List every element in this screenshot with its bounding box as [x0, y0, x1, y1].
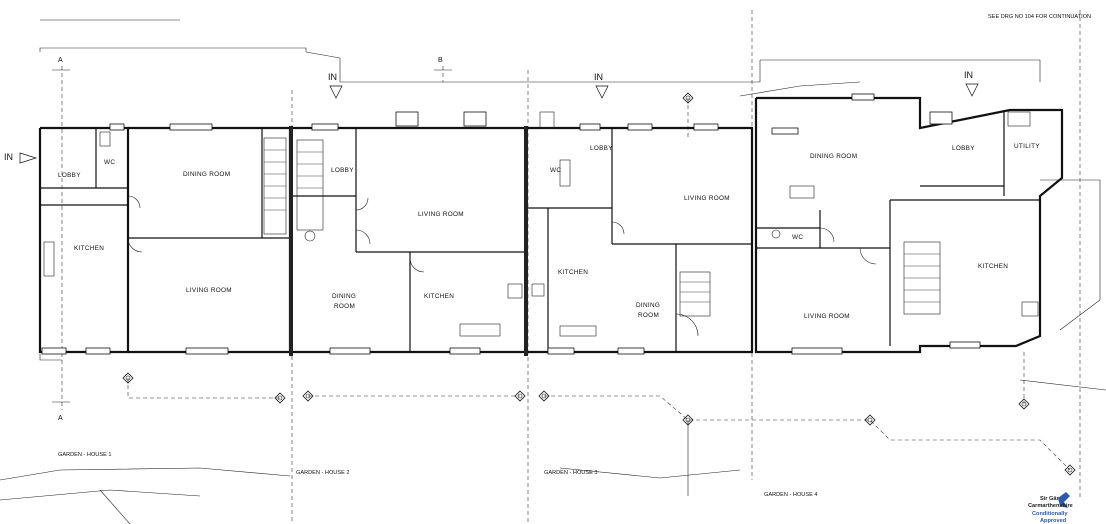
room-kitchen-house-2: KITCHEN: [424, 293, 454, 300]
room-wc-house-1: WC: [104, 159, 115, 166]
stamp-status-line-2: Approved: [1040, 518, 1067, 524]
garden-house-4-label: GARDEN - HOUSE 4: [764, 492, 817, 498]
stamp-status-line-1: Conditionally: [1032, 511, 1068, 517]
inspection-chamber-cover: [1067, 467, 1073, 473]
entry-in-house-3: IN: [594, 72, 603, 82]
inspection-chamber-cover: [541, 393, 547, 399]
inspection-chamber-cover: [867, 417, 873, 423]
room-kitchen-house-3: KITCHEN: [558, 269, 588, 276]
room-dining-house-3-line-1: DINING: [636, 302, 660, 309]
room-utility-house-4: UTILITY: [1014, 143, 1040, 150]
room-dining-house-3-line-2: ROOM: [638, 312, 659, 319]
drainage-runs: [127, 98, 1071, 496]
party-wall-1-2: [289, 126, 293, 356]
inspection-chamber-icon: [864, 414, 876, 426]
room-wc-house-4: WC: [792, 234, 803, 241]
inspection-chamber-cover: [1021, 401, 1027, 407]
approval-stamp: Sir Gâr Carmarthenshire Conditionally Ap…: [1028, 492, 1073, 524]
inspection-chamber-icon: [682, 92, 694, 104]
room-wc-house-3: WC: [550, 167, 561, 174]
inspection-chamber-icon: [1018, 398, 1030, 410]
inspection-chamber-icon: [1064, 464, 1076, 476]
room-kitchen-house-4: KITCHEN: [978, 263, 1008, 270]
continuation-note: SEE DRG NO 104 FOR CONTINUATION: [988, 14, 1091, 20]
inspection-chamber-icon: [122, 372, 134, 384]
room-lobby-house-4: LOBBY: [952, 145, 975, 152]
room-living-house-3: LIVING ROOM: [684, 195, 730, 202]
inspection-chamber-cover: [517, 393, 523, 399]
section-markers: A A B: [52, 57, 452, 422]
house-2: LOBBY LIVING ROOM DINING ROOM KITCHEN IN: [293, 72, 528, 355]
site-boundary: [0, 10, 1106, 524]
room-dining-house-4: DINING ROOM: [810, 153, 857, 160]
section-b-top: B: [438, 57, 443, 64]
inspection-chamber-cover: [685, 95, 691, 101]
inspection-chamber-cover: [125, 375, 131, 381]
inspection-chamber-cover: [277, 395, 283, 401]
house-3: WC LOBBY LIVING ROOM KITCHEN DINING ROOM…: [528, 72, 754, 355]
room-living-house-2: LIVING ROOM: [418, 211, 464, 218]
section-a-top: A: [58, 57, 63, 64]
garden-house-1-label: GARDEN - HOUSE 1: [58, 452, 111, 458]
garden-house-3-label: GARDEN - HOUSE 3: [544, 470, 597, 476]
house-1: WC LOBBY KITCHEN DINING ROOM LIVING ROOM…: [4, 123, 292, 355]
room-dining-house-1: DINING ROOM: [183, 171, 230, 178]
inspection-chamber-icon: [514, 390, 526, 402]
room-living-house-4: LIVING ROOM: [804, 313, 850, 320]
inspection-chamber-cover: [305, 393, 311, 399]
inspection-chamber-icon: [538, 390, 550, 402]
inspection-chamber-icon: [682, 414, 694, 426]
entry-in-house-2: IN: [328, 72, 337, 82]
inspection-chamber-icon: [302, 390, 314, 402]
inspection-chambers: [122, 92, 1076, 476]
front-path: [305, 51, 1041, 97]
inspection-chamber-icon: [274, 392, 286, 404]
house-4: DINING ROOM WC LIVING ROOM LOBBY UTILITY…: [754, 70, 1064, 355]
garden-house-2-label: GARDEN - HOUSE 2: [296, 470, 349, 476]
inspection-chamber-cover: [685, 417, 691, 423]
dragon-logo-icon: [1058, 492, 1070, 508]
room-lobby-house-1: LOBBY: [58, 172, 81, 179]
room-lobby-house-2: LOBBY: [331, 167, 354, 174]
entry-in-house-1: IN: [4, 152, 13, 162]
section-a-bottom: A: [58, 415, 63, 422]
room-living-house-1: LIVING ROOM: [186, 287, 232, 294]
stamp-org-line-2: Carmarthenshire: [1028, 503, 1073, 509]
entry-in-house-4: IN: [964, 70, 973, 80]
stamp-org-line-1: Sir Gâr: [1040, 496, 1059, 502]
room-kitchen-house-1: KITCHEN: [74, 245, 104, 252]
room-lobby-house-3: LOBBY: [590, 145, 613, 152]
party-wall-2-3: [524, 126, 528, 356]
room-dining-house-2-line-2: ROOM: [334, 303, 355, 310]
room-dining-house-2-line-1: DINING: [332, 293, 356, 300]
